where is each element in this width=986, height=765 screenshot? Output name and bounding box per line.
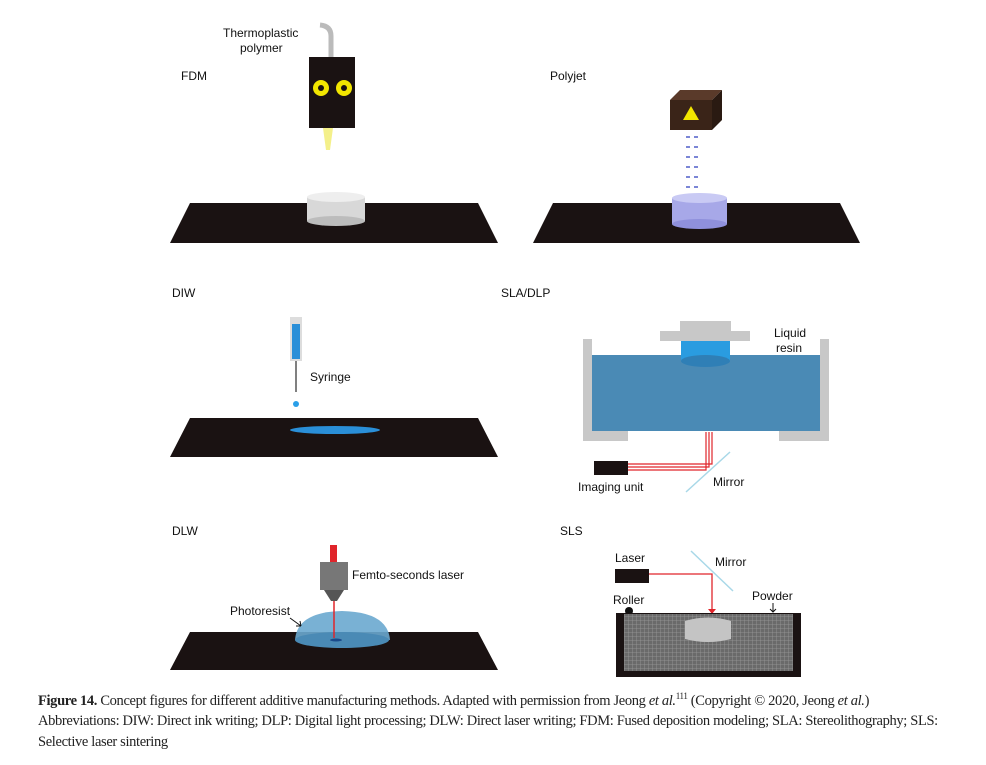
citation-ref: 111 [675, 691, 688, 701]
polymer-label: Thermoplastic [223, 26, 298, 40]
polymer-label: polymer [240, 41, 283, 55]
build-platform [170, 418, 498, 457]
printed-ink [290, 426, 380, 434]
caption-label: Figure 14. [38, 692, 98, 709]
caption-abbreviations: Abbreviations: DIW: Direct ink writing; … [38, 713, 938, 750]
build-plate [660, 331, 750, 341]
laser-head [320, 562, 348, 590]
nozzle [323, 128, 333, 150]
panel-title: SLS [560, 524, 583, 538]
photoresist-label: Photoresist [230, 604, 291, 618]
ink-droplet [293, 401, 299, 407]
printed-part [681, 355, 730, 367]
build-platform [170, 632, 498, 670]
figure-diagram: FDM Thermoplastic polymer Polyjet [170, 22, 860, 677]
panel-sla-dlp: SLA/DLP Liquid resin Imaging unit Mirror [501, 286, 829, 494]
caption-text: (Copyright © 2020, Jeong [687, 692, 838, 709]
mirror-label: Mirror [715, 555, 746, 569]
mirror-label: Mirror [713, 475, 744, 489]
caption-text: Concept figures for different additive m… [97, 692, 649, 709]
panel-title: Polyjet [550, 69, 587, 83]
panel-dlw: DLW Femto-seconds laser Photoresist [170, 524, 498, 670]
caption-text: ) [864, 692, 870, 709]
light-beams [628, 432, 713, 471]
imaging-unit [594, 461, 628, 475]
laser-label: Laser [615, 551, 645, 565]
imaging-unit-label: Imaging unit [578, 480, 644, 494]
droplets [686, 136, 698, 188]
panel-polyjet: Polyjet [533, 69, 860, 243]
printed-part [307, 192, 365, 202]
resin-label: resin [776, 341, 802, 355]
mirror [690, 550, 734, 592]
resin-vat [592, 355, 820, 431]
arrow-icon [289, 617, 302, 627]
panel-title: DLW [172, 524, 198, 538]
powder-label: Powder [752, 589, 793, 603]
warning-icon [683, 106, 699, 120]
figure-caption: Figure 14. Concept figures for different… [38, 686, 983, 752]
panel-diw: DIW Syringe [170, 286, 498, 457]
laser-beam [649, 573, 713, 610]
caption-text: et al. [648, 692, 676, 709]
photoresist-dome [295, 611, 390, 640]
mirror [685, 451, 731, 493]
arrow-icon [769, 603, 777, 613]
caption-text: et al. [837, 692, 865, 709]
roller-label: Roller [613, 593, 644, 607]
syringe-label: Syringe [310, 370, 351, 384]
panel-fdm: FDM Thermoplastic polymer [170, 22, 498, 243]
resin-label: Liquid [774, 326, 806, 340]
printed-part [672, 193, 727, 203]
panel-sls: SLS Laser Mirror Roller Powder [560, 524, 801, 677]
panel-title: FDM [181, 69, 207, 83]
laser-source [615, 569, 649, 583]
panel-title: SLA/DLP [501, 286, 550, 300]
panel-title: DIW [172, 286, 196, 300]
sintered-part [685, 617, 731, 642]
filament-tube [319, 22, 334, 58]
laser-label: Femto-seconds laser [352, 568, 464, 582]
